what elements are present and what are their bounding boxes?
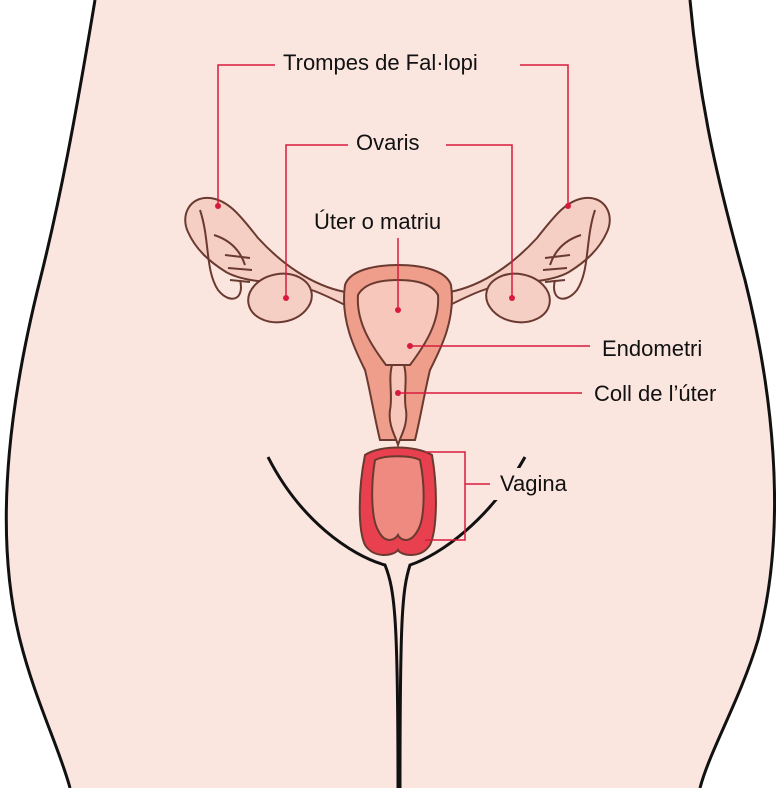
label-endometrium: Endometri <box>594 333 710 365</box>
label-fallopian-tubes: Trompes de Fal·lopi <box>275 47 486 79</box>
label-uterus: Úter o matriu <box>306 206 449 238</box>
vagina-inner <box>372 456 423 540</box>
label-cervix: Coll de l’úter <box>586 378 724 410</box>
label-ovaries: Ovaris <box>348 127 428 159</box>
label-vagina: Vagina <box>492 468 575 500</box>
